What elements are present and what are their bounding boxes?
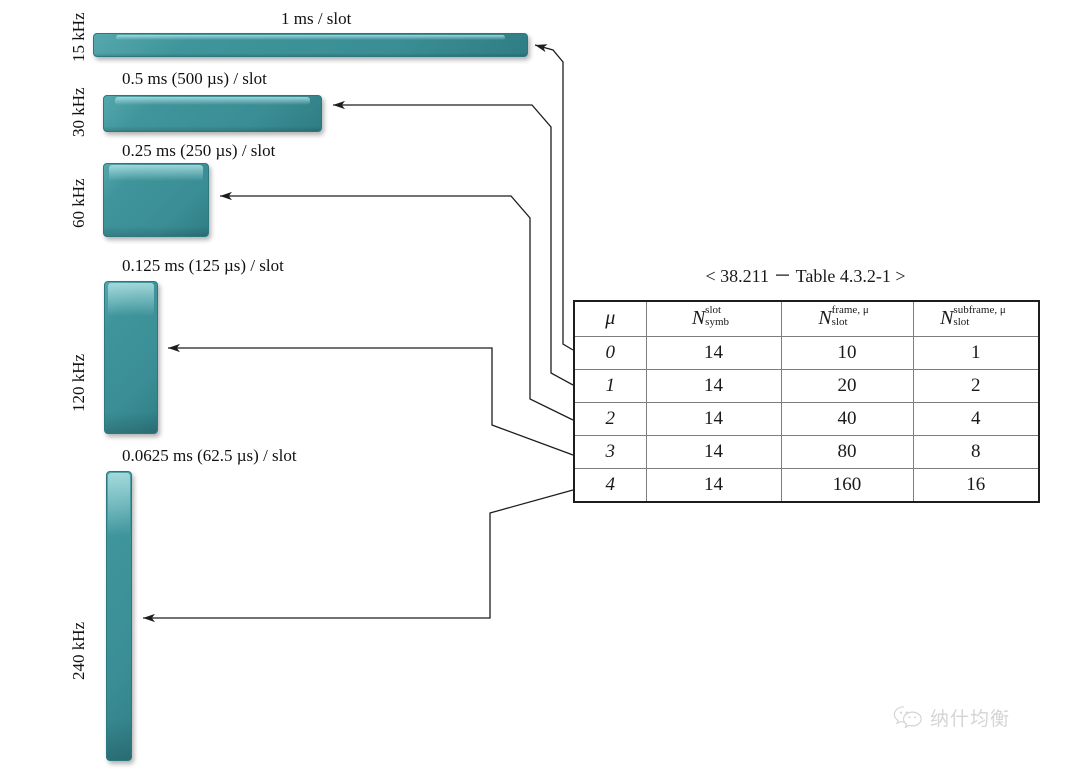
cell-n-slot-subframe: 8	[912, 435, 1040, 469]
scs-axis-label-60khz: 60 kHz	[69, 178, 88, 228]
wechat-icon	[893, 706, 922, 729]
table-row: 0 14 10 1	[573, 336, 1040, 370]
slot-bar-120khz	[104, 281, 158, 434]
cell-mu: 4	[573, 468, 647, 503]
n-slot-subframe-superscript: subframe, μ	[953, 304, 1006, 316]
column-header-mu-symbol: μ	[605, 307, 616, 329]
cell-n-symb-slot: 14	[645, 435, 782, 469]
column-header-n-symb-slot: N slot symb	[645, 300, 782, 337]
connector-mu-2	[220, 191, 574, 421]
n-slot-frame-base: N	[818, 307, 832, 329]
cell-n-symb-slot: 14	[645, 468, 782, 503]
cell-n-symb-slot: 14	[645, 369, 782, 403]
scs-axis-label-120khz: 120 kHz	[69, 353, 88, 412]
n-slot-frame-superscript: frame, μ	[831, 304, 869, 316]
n-slot-subframe-subscript: slot	[953, 316, 970, 328]
n-slot-subframe-base: N	[940, 307, 954, 329]
watermark-text: 纳什均衡	[930, 708, 1011, 730]
cell-n-slot-frame: 160	[780, 468, 914, 503]
table-row: 2 14 40 4	[573, 402, 1040, 436]
n-symb-slot-subscript: symb	[705, 316, 730, 328]
cell-n-slot-subframe: 16	[912, 468, 1040, 503]
column-header-mu: μ	[573, 300, 647, 337]
column-header-n-slot-frame: N frame, μ slot	[780, 300, 914, 337]
cell-n-symb-slot: 14	[645, 336, 782, 370]
connector-mu-3	[168, 343, 574, 456]
column-header-n-slot-subframe: N subframe, μ slot	[912, 300, 1040, 337]
cell-n-slot-frame: 80	[780, 435, 914, 469]
slot-duration-label-15khz: 1 ms / slot	[281, 9, 352, 28]
slot-bar-240khz	[106, 471, 132, 761]
n-symb-slot-superscript: slot	[705, 304, 722, 316]
connector-mu-1	[333, 100, 574, 386]
cell-mu: 2	[573, 402, 647, 436]
cell-n-slot-subframe: 4	[912, 402, 1040, 436]
slot-duration-label-60khz: 0.25 ms (250 µs) / slot	[122, 141, 276, 160]
cell-n-slot-frame: 20	[780, 369, 914, 403]
scs-axis-label-15khz: 15 kHz	[69, 12, 88, 62]
n-symb-slot-base: N	[691, 307, 706, 329]
cell-n-slot-frame: 10	[780, 336, 914, 370]
scs-axis-label-30khz: 30 kHz	[69, 87, 88, 137]
slot-duration-label-120khz: 0.125 ms (125 µs) / slot	[122, 256, 284, 275]
cell-n-slot-subframe: 1	[912, 336, 1040, 370]
table-caption: < 38.211 － Table 4.3.2-1 >	[705, 266, 906, 286]
slot-duration-label-30khz: 0.5 ms (500 µs) / slot	[122, 69, 267, 88]
connector-mu-0	[534, 44, 574, 351]
cell-mu: 0	[573, 336, 647, 370]
slot-bar-15khz	[93, 33, 528, 57]
slot-duration-label-240khz: 0.0625 ms (62.5 µs) / slot	[122, 446, 297, 465]
scs-axis-label-240khz: 240 kHz	[69, 621, 88, 680]
cell-mu: 1	[573, 369, 647, 403]
cell-n-slot-frame: 40	[780, 402, 914, 436]
table-row: 1 14 20 2	[573, 369, 1040, 403]
table-header-row: μ N slot symb N frame, μ slot	[573, 300, 1040, 337]
slot-bar-30khz	[103, 95, 322, 132]
table-row: 4 14 160 16	[573, 468, 1040, 503]
cell-n-symb-slot: 14	[645, 402, 782, 436]
connector-mu-4	[143, 489, 574, 623]
n-slot-frame-subscript: slot	[831, 316, 848, 328]
watermark: 纳什均衡	[893, 704, 1010, 731]
cell-n-slot-subframe: 2	[912, 369, 1040, 403]
slot-bar-60khz	[103, 163, 209, 237]
cell-mu: 3	[573, 435, 647, 469]
nr-numerology-table: μ N slot symb N frame, μ slot	[573, 300, 1040, 503]
table-row: 3 14 80 8	[573, 435, 1040, 469]
